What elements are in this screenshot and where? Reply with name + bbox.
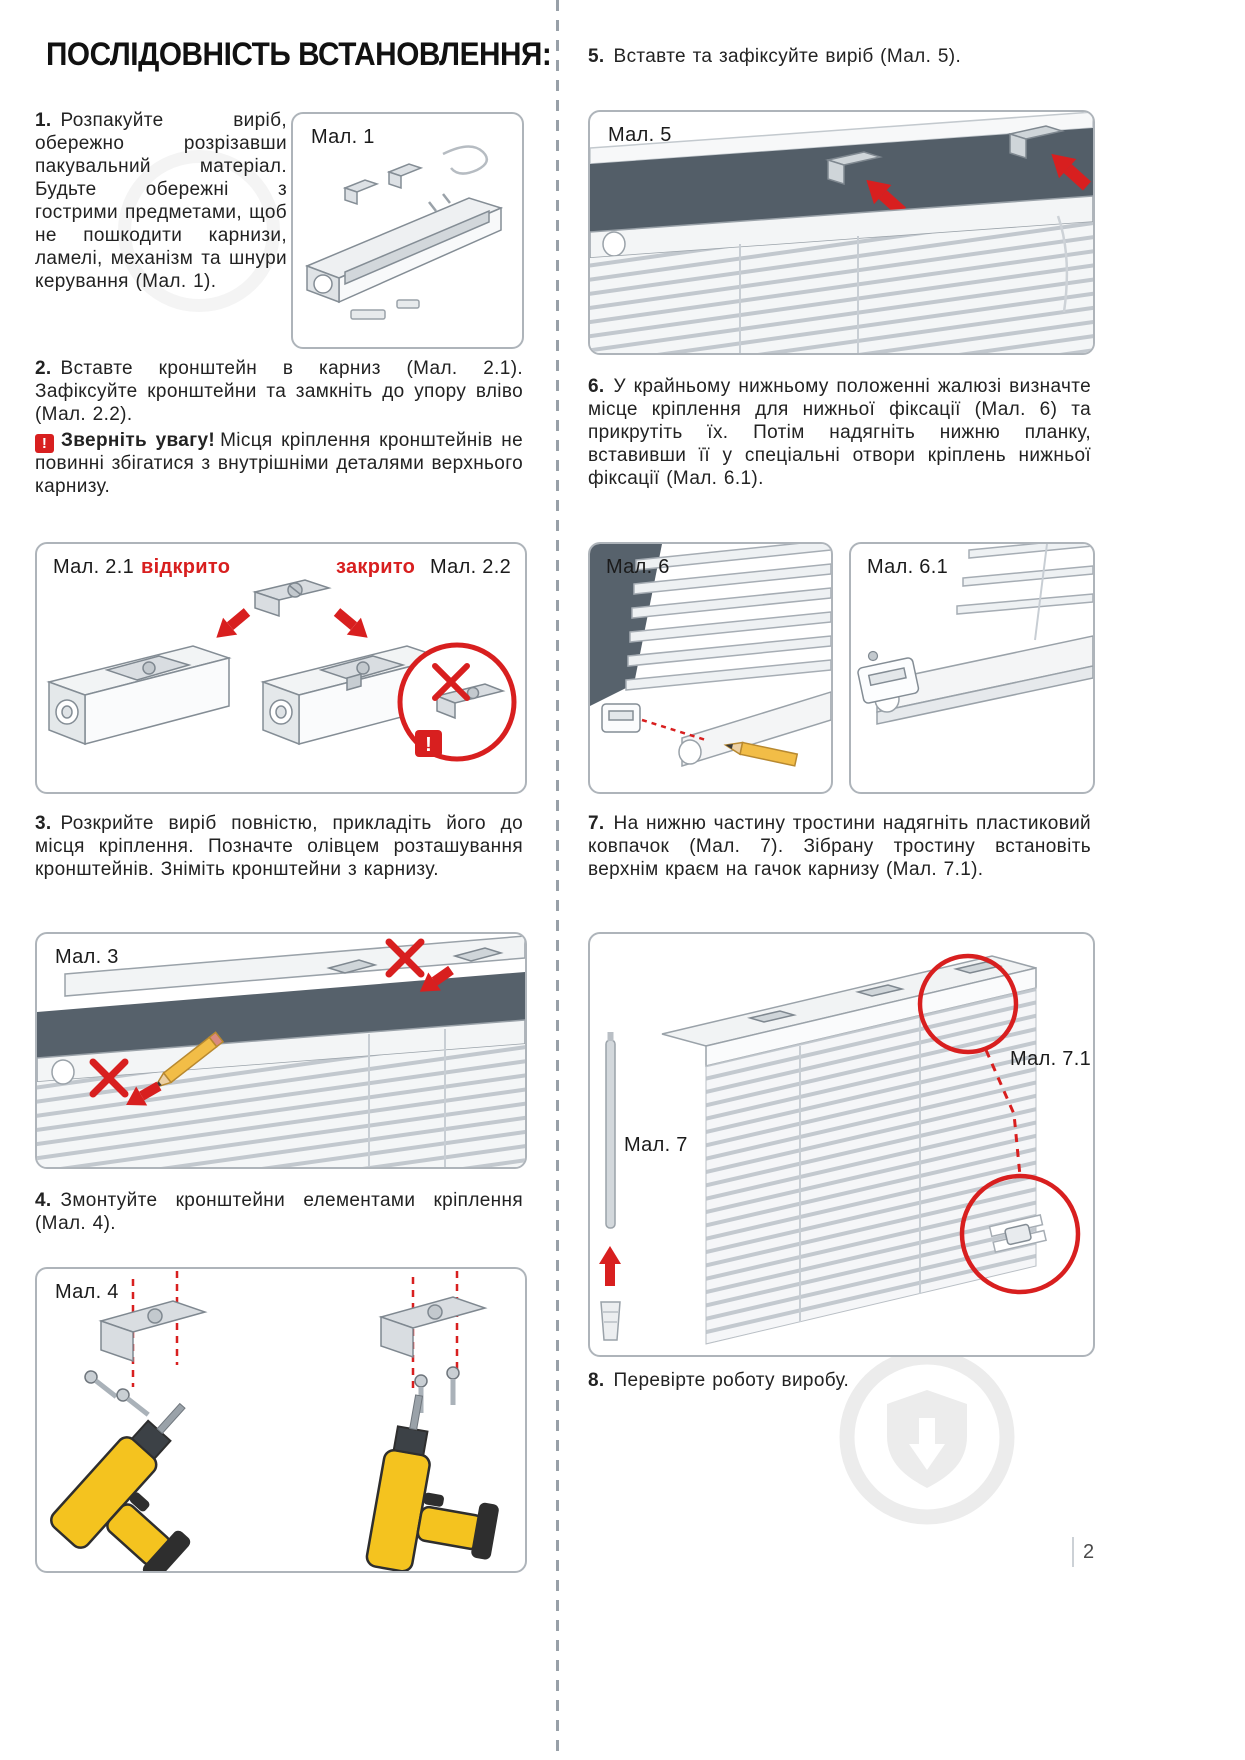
figure-7-label: Мал. 7 (624, 1134, 688, 1156)
step-2-number: 2. (35, 358, 52, 379)
figure-5-label: Мал. 5 (608, 124, 672, 146)
fig7-illustration (599, 953, 1081, 1345)
fig4-illustration (50, 1271, 499, 1571)
step-5-text: 5. Вставте та зафіксуйте виріб (Мал. 5). (588, 46, 1093, 69)
step-6-text: 6.У крайньому нижньому положенні жалюзі … (588, 376, 1091, 491)
step-6-number: 6. (588, 376, 605, 397)
figure-3-label: Мал. 3 (55, 946, 119, 968)
step-2-text: 2.Вставте кронштейн в карниз (Мал. 2.1).… (35, 358, 523, 427)
fig3-illustration (37, 935, 525, 1167)
step-5-body: Вставте та зафіксуйте виріб (Мал. 5). (613, 46, 962, 67)
step-4-text: 4.Змонтуйте кронштейни елементами кріпле… (35, 1190, 523, 1236)
step-7-text: 7.На нижню частину тростини надягніть пл… (588, 813, 1091, 882)
figure-2-closed-label: закрито (336, 556, 416, 578)
figure-2: Мал. 2.1 відкрито закрито Мал. 2.2 (35, 542, 527, 794)
warning-note: ! Зверніть увагу!Місця кріплення кронштей… (35, 430, 523, 499)
warning-title: Зверніть увагу! (61, 430, 216, 451)
step-3-number: 3. (35, 813, 52, 834)
warning-icon: ! (35, 434, 54, 453)
figure-2-open-label: відкрито (141, 556, 231, 578)
warning-body: Місця кріплення кронштейнів не повинні з… (35, 430, 523, 497)
fig6-illustration (590, 544, 831, 768)
figure-6-label: Мал. 6 (606, 556, 670, 578)
step-1-number: 1. (35, 110, 52, 131)
step-3-text: 3.Розкрийте виріб повністю, прикладіть й… (35, 813, 523, 882)
figure-2-exclamation: ! (425, 734, 432, 756)
step-8-number: 8. (588, 1370, 605, 1391)
page-title: ПОСЛІДОВНІСТЬ ВСТАНОВЛЕННЯ: (46, 36, 552, 72)
step-7-body: На нижню частину тростини надягніть плас… (588, 813, 1091, 880)
figure-7: Мал. 7 Мал. 7.1 (588, 932, 1095, 1357)
fig2-illustration: ! (46, 579, 517, 762)
step-8-text: 8. Перевірте роботу виробу. (588, 1370, 1091, 1393)
figure-1-label: Мал. 1 (311, 126, 375, 148)
column-divider (556, 0, 559, 1760)
figure-6: Мал. 6 (588, 542, 833, 794)
figure-3: Мал. 3 (35, 932, 527, 1169)
step-2-body: Вставте кронштейн в карниз (Мал. 2.1). З… (35, 358, 523, 425)
step-5-number: 5. (588, 46, 605, 67)
figure-1: Мал. 1 (291, 112, 524, 349)
step-4-number: 4. (35, 1190, 52, 1211)
step-1-body: Розпакуйте виріб, обережно розрізавши па… (35, 110, 287, 292)
step-7-number: 7. (588, 813, 605, 834)
figure-5: Мал. 5 (588, 110, 1095, 355)
figure-4: Мал. 4 (35, 1267, 527, 1573)
page-number: 2 (1072, 1537, 1094, 1567)
figure-2-1-label: Мал. 2.1 (53, 556, 134, 578)
step-1-text: 1.Розпакуйте виріб, обережно розрізавши … (35, 110, 287, 294)
step-3-body: Розкрийте виріб повністю, прикладіть йог… (35, 813, 523, 880)
page-number-divider (1072, 1537, 1074, 1567)
fig61-illustration (857, 544, 1093, 725)
step-6-body: У крайньому нижньому положенні жалюзі ви… (588, 376, 1091, 489)
fig5-illustration (590, 112, 1093, 353)
figure-4-label: Мал. 4 (55, 1281, 119, 1303)
figure-7-1-label: Мал. 7.1 (1010, 1048, 1091, 1070)
figure-2-2-label: Мал. 2.2 (430, 556, 511, 578)
figure-6-1: Мал. 6.1 (849, 542, 1095, 794)
step-4-body: Змонтуйте кронштейни елементами кріпленн… (35, 1190, 523, 1234)
step-8-body: Перевірте роботу виробу. (613, 1370, 850, 1391)
page-number-value: 2 (1083, 1540, 1095, 1563)
figure-6-1-label: Мал. 6.1 (867, 556, 948, 578)
fig1-illustration (304, 145, 504, 320)
